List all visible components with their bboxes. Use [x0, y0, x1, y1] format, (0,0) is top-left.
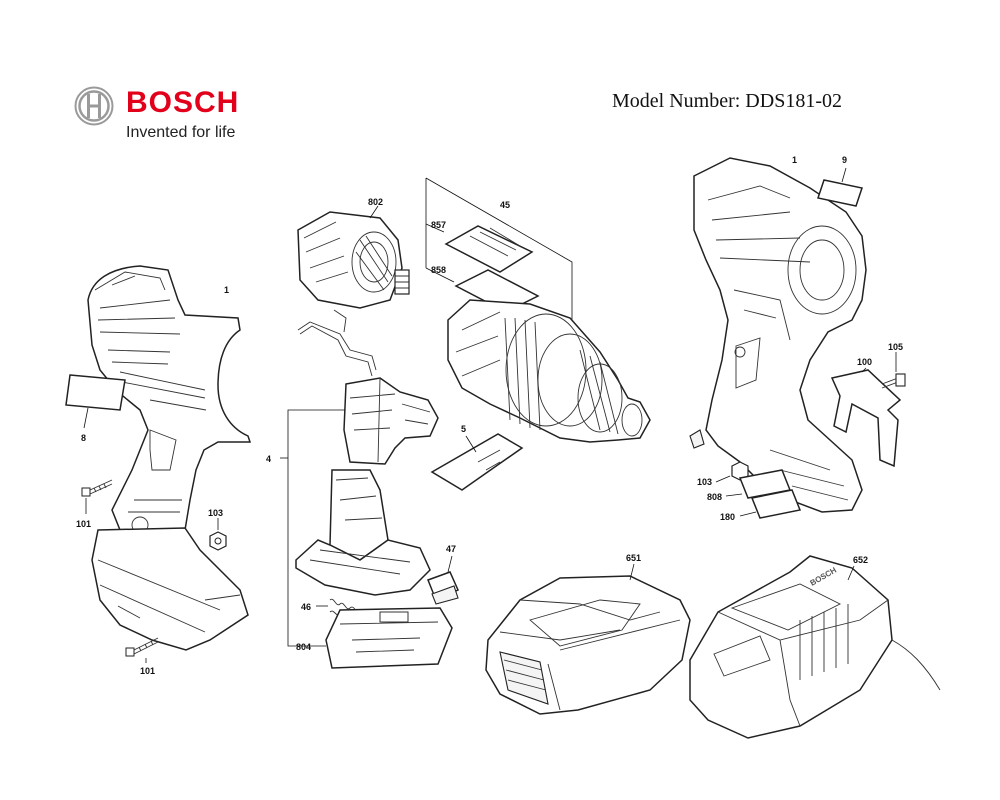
motor-802 — [297, 211, 410, 309]
model-number: Model Number: DDS181-02 — [612, 90, 842, 112]
label-651: 651 — [626, 553, 641, 563]
part-5 — [430, 433, 524, 491]
label-45: 45 — [500, 200, 510, 210]
label-sheet-8 — [65, 374, 126, 411]
brand-name: BOSCH — [126, 86, 240, 119]
contact-plate-804 — [325, 607, 453, 669]
brand-slogan: Invented for life — [126, 124, 236, 141]
bosch-armature-logo-icon — [74, 86, 114, 126]
part-labels: 1 8 101 103 101 802 4 46 804 47 45 857 8… — [76, 155, 903, 676]
pad-180 — [750, 489, 802, 519]
label-858: 858 — [431, 265, 446, 275]
gearbox-chuck — [447, 299, 651, 443]
label-101-bottom: 101 — [140, 666, 155, 676]
battery-pack-651 — [485, 575, 691, 715]
label-47: 47 — [446, 544, 456, 554]
label-103-left: 103 — [208, 508, 223, 518]
label-103-right: 103 — [697, 477, 712, 487]
screw-105 — [881, 373, 906, 389]
label-8: 8 — [81, 433, 86, 443]
part-857 — [444, 225, 534, 273]
right-housing-half — [689, 157, 867, 513]
part-100 — [830, 369, 902, 468]
label-1-left: 1 — [224, 285, 229, 295]
label-804: 804 — [296, 642, 311, 652]
label-5: 5 — [461, 424, 466, 434]
label-180: 180 — [720, 512, 735, 522]
part-47 — [427, 571, 459, 605]
screw-101-bottom — [125, 637, 159, 657]
screw-101-top — [81, 479, 113, 497]
charger-652: BOSCH — [689, 555, 941, 739]
label-100: 100 — [857, 357, 872, 367]
label-9 — [817, 179, 863, 207]
label-802: 802 — [368, 197, 383, 207]
label-101-top: 101 — [76, 519, 91, 529]
left-housing-half — [87, 265, 252, 651]
switch-module — [295, 377, 439, 596]
label-105: 105 — [888, 342, 903, 352]
label-857: 857 — [431, 220, 446, 230]
label-4: 4 — [266, 454, 271, 464]
nut-103-left — [209, 531, 227, 551]
label-1-right: 1 — [792, 155, 797, 165]
label-46: 46 — [301, 602, 311, 612]
label-808: 808 — [707, 492, 722, 502]
label-652: 652 — [853, 555, 868, 565]
label-9: 9 — [842, 155, 847, 165]
